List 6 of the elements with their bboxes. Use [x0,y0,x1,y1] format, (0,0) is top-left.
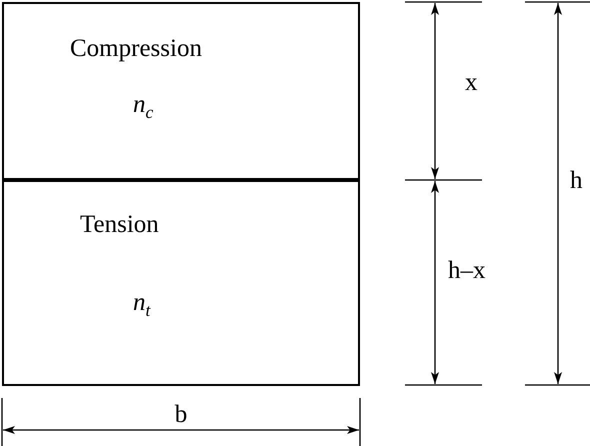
symbol-label: n$_{t}$ [133,290,150,320]
section-label: Compression [70,36,202,61]
symbol-label: n$_{c}$ [133,92,154,122]
section-zone [2,2,360,182]
section-zone [2,178,360,386]
section-label: Tension [80,212,159,237]
